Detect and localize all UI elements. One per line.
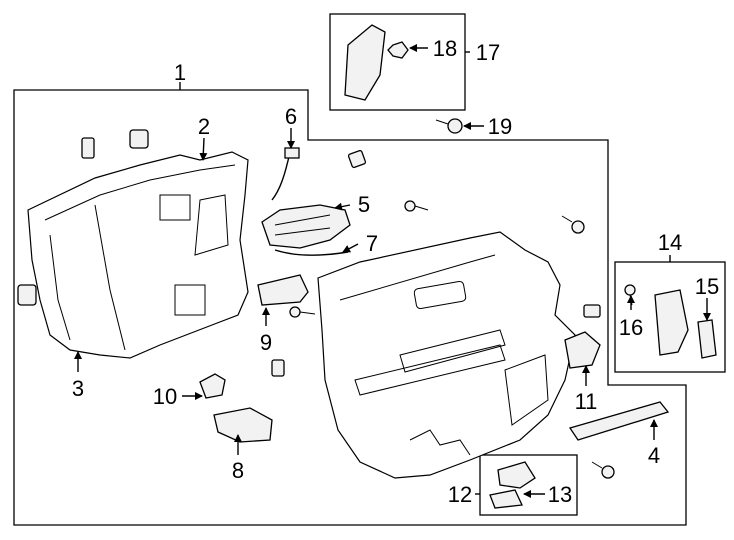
callout-4: 4 bbox=[648, 443, 660, 468]
callout-15: 15 bbox=[695, 274, 719, 299]
pocket-part bbox=[564, 331, 601, 369]
trim-strip-part bbox=[568, 401, 670, 441]
leader-2 bbox=[199, 137, 208, 161]
clip-part bbox=[271, 359, 285, 377]
bracket-part bbox=[199, 373, 226, 399]
callout-14: 14 bbox=[658, 230, 682, 255]
door-trim-panel-part bbox=[317, 231, 576, 479]
callout-13: 13 bbox=[548, 482, 572, 507]
callout-19: 19 bbox=[488, 114, 512, 139]
callout-2: 2 bbox=[198, 114, 210, 139]
water-deflector-part bbox=[17, 129, 249, 359]
mounting-bracket-part bbox=[344, 24, 386, 101]
nut-part bbox=[387, 41, 409, 59]
pocket-insert-part bbox=[489, 489, 523, 509]
leader-7 bbox=[342, 243, 359, 253]
callout-6: 6 bbox=[285, 104, 297, 129]
handle-assembly-part bbox=[261, 147, 351, 256]
callout-10: 10 bbox=[153, 384, 177, 409]
callout-7: 7 bbox=[366, 231, 378, 256]
callout-17: 17 bbox=[476, 40, 500, 65]
callout-1: 1 bbox=[174, 60, 186, 85]
callout-5: 5 bbox=[358, 192, 370, 217]
callout-12: 12 bbox=[448, 482, 472, 507]
switch-part bbox=[257, 274, 309, 306]
trim-clip-part bbox=[697, 319, 717, 359]
assembly-boundary bbox=[13, 89, 687, 526]
callout-11: 11 bbox=[575, 389, 598, 414]
pocket-inset-box bbox=[479, 454, 578, 516]
trim-piece-part bbox=[654, 289, 689, 356]
callout-9: 9 bbox=[260, 330, 272, 355]
callout-3: 3 bbox=[72, 376, 84, 401]
leader-5 bbox=[334, 202, 351, 211]
callout-18: 18 bbox=[433, 36, 457, 61]
clip-part bbox=[347, 149, 367, 169]
bracket-inset-box bbox=[329, 13, 466, 111]
pocket-cup-part bbox=[497, 461, 536, 489]
callout-8: 8 bbox=[232, 458, 244, 483]
clip-part bbox=[583, 304, 601, 318]
screws bbox=[289, 118, 636, 479]
switch-base-part bbox=[213, 407, 273, 443]
callout-16: 16 bbox=[619, 315, 643, 340]
